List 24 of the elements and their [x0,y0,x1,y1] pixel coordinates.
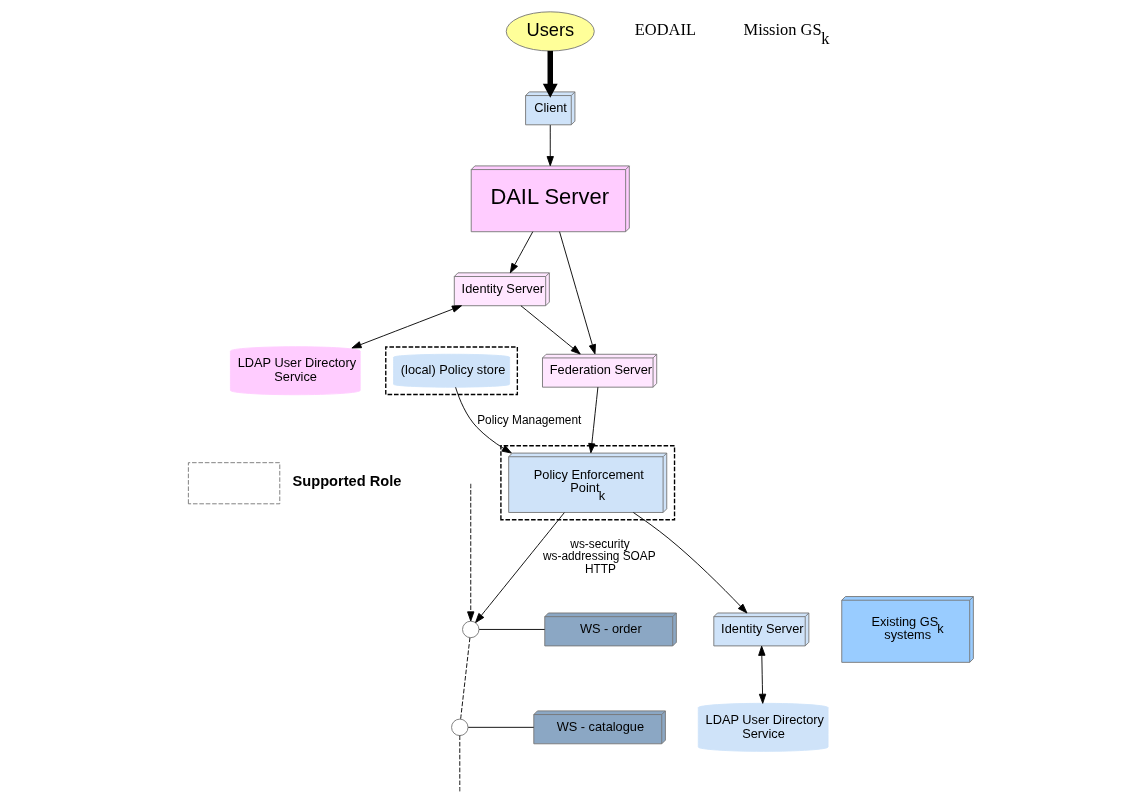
arrow [542,50,558,98]
arrow [757,645,766,704]
arrow [546,124,554,167]
arrow [509,231,533,274]
edge-label: ws-security ws-addressing SOAP HTTP [542,536,656,577]
node-ellipse: Users [505,11,595,52]
arrow [466,483,474,622]
arrow [632,512,747,614]
edge-label: Policy Management [476,413,581,428]
connector [478,629,545,630]
node-circle [461,620,479,639]
label: EODAIL [634,20,696,40]
arrow [558,231,596,355]
arrow [454,386,512,454]
arrow [474,512,565,623]
connector [458,735,460,793]
cluster [384,346,518,396]
arrow [587,386,598,454]
arrow [519,305,581,355]
node-circle [450,718,468,737]
connector [467,726,534,728]
legend-label: Supported Role [292,472,401,489]
arrow [350,305,462,349]
connector [459,637,470,720]
